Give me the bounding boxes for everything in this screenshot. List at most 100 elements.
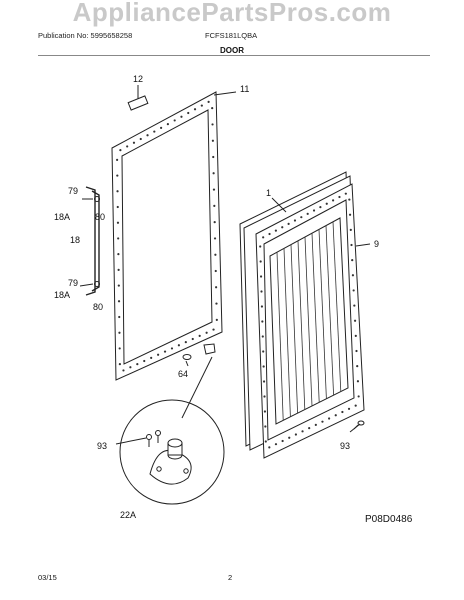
screw-hole <box>117 268 120 271</box>
callout-9: 9 <box>374 239 379 249</box>
screw-hole <box>166 123 169 126</box>
screw-hole <box>349 228 352 231</box>
screw-hole <box>198 334 201 337</box>
screw-hole <box>268 446 271 449</box>
section-title: DOOR <box>220 46 244 55</box>
screw-hole <box>321 420 324 423</box>
liner-rib <box>318 229 327 399</box>
screw-hole <box>356 380 360 383</box>
screw-hole <box>338 195 341 199</box>
screw-hole <box>294 433 297 436</box>
screw-hole <box>268 232 271 236</box>
screw-hole <box>213 204 216 207</box>
callout-79-bottom: 79 <box>68 278 78 288</box>
screw-hole <box>356 365 359 368</box>
screw-hole <box>118 315 121 319</box>
screw-hole <box>259 260 262 263</box>
hinge-bushing <box>182 354 192 360</box>
screw-hole <box>357 395 360 398</box>
callout-18: 18 <box>70 235 80 245</box>
callout-93-detail: 93 <box>97 441 107 451</box>
callout-80-top: 80 <box>95 212 105 222</box>
screw-hole <box>153 130 156 133</box>
screw-hole <box>118 363 121 366</box>
liner-rib <box>276 252 284 421</box>
screw-hole <box>119 149 122 152</box>
screw-hole <box>353 304 356 307</box>
screw-hole <box>117 300 121 303</box>
page-number: 2 <box>228 573 233 582</box>
screw-hole <box>314 423 317 426</box>
callout-12: 12 <box>133 74 143 84</box>
screw-hole <box>211 139 214 142</box>
screw-hole <box>325 202 328 205</box>
screw-hole <box>352 289 355 292</box>
screw-93 <box>146 420 365 447</box>
screw-hole <box>117 237 120 240</box>
screw-hole <box>308 427 311 430</box>
callout-18a-top: 18A <box>54 212 70 222</box>
screw-hole <box>160 126 163 129</box>
screw-hole <box>117 284 120 287</box>
liner-rib <box>290 244 298 414</box>
screw-hole <box>170 347 174 350</box>
screw-hole <box>215 318 218 321</box>
screw-hole <box>260 305 264 308</box>
screw-hole <box>261 320 264 323</box>
screw-hole <box>193 108 197 111</box>
screw-hole <box>348 198 351 201</box>
screw-hole <box>347 407 351 410</box>
screw-hole <box>200 104 203 107</box>
watermark-logo: AppliancePartsPros.com <box>72 0 392 27</box>
hinge-bracket <box>203 343 216 355</box>
screw-hole <box>116 158 119 161</box>
screw-hole <box>212 188 216 191</box>
screw-hole <box>117 253 120 256</box>
screw-hole <box>129 366 132 369</box>
callout-64: 64 <box>178 369 188 379</box>
screw-hole <box>348 213 352 216</box>
screw-hole <box>341 410 344 414</box>
screw-hole <box>332 199 335 202</box>
screw-hole <box>122 369 125 372</box>
liner-rib <box>311 233 320 403</box>
screw-hole <box>263 410 267 413</box>
screw-hole <box>116 190 119 193</box>
screw-hole <box>262 350 265 353</box>
screw-hole <box>118 347 121 350</box>
screw-hole <box>214 253 217 256</box>
screw-hole <box>163 350 167 353</box>
screw-hole <box>281 439 284 443</box>
screw-hole <box>213 221 216 224</box>
screw-hole <box>212 155 215 159</box>
screw-hole <box>184 341 187 344</box>
screw-hole <box>215 302 218 305</box>
screw-hole <box>300 216 303 219</box>
screw-hole <box>287 222 290 225</box>
screw-hole <box>274 443 278 446</box>
screw-hole <box>259 275 263 278</box>
callout-1: 1 <box>266 188 271 198</box>
liner-rib <box>332 221 342 392</box>
screw-hole <box>288 436 291 439</box>
screw-hole <box>293 219 297 222</box>
screw-hole <box>344 192 347 195</box>
callout-80-bottom: 80 <box>93 302 103 312</box>
screw-hole <box>180 115 183 118</box>
screw-hole <box>116 221 120 224</box>
screw-hole <box>211 107 214 110</box>
screw-hole <box>191 337 194 341</box>
screw-hole <box>143 359 146 363</box>
screw-hole <box>262 380 266 383</box>
liner-rib <box>297 240 306 410</box>
screw-hole <box>301 430 304 433</box>
callout-11: 11 <box>240 84 249 94</box>
screw-hole <box>187 111 190 115</box>
screw-hole <box>262 365 265 368</box>
screw-hole <box>281 226 284 229</box>
screw-hole <box>259 245 262 248</box>
screw-hole <box>205 331 208 334</box>
figure-id: P08D0486 <box>365 514 413 525</box>
door-liner <box>239 171 365 459</box>
screw-hole <box>351 259 354 262</box>
